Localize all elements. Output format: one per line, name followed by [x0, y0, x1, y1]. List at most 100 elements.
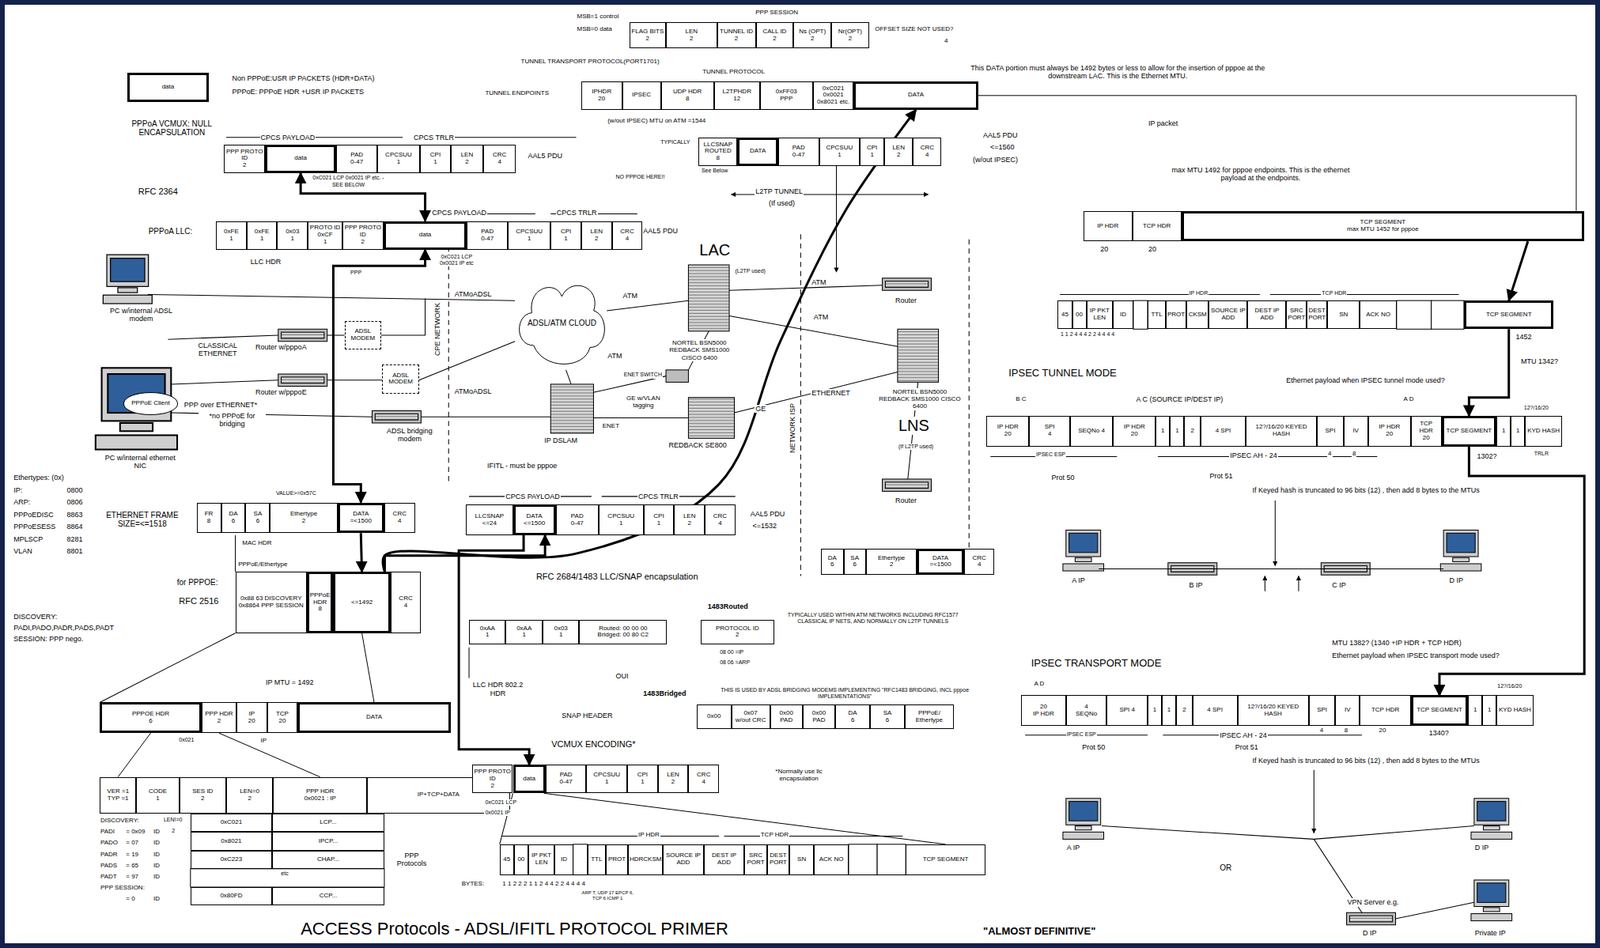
annotation-label: IP	[260, 737, 269, 745]
annotation-label: 4	[1319, 726, 1324, 734]
field-cell: SPI	[1308, 695, 1336, 727]
cell-text: 4	[397, 518, 401, 526]
annotation-label: *no PPPoE for bridging	[198, 412, 266, 429]
annotation-label: (w/out IPSEC) MTU on ATM =1544	[606, 117, 707, 125]
cell-text: TCP SEGMENT	[1486, 311, 1532, 319]
network-wire	[593, 376, 666, 394]
field-cell: 4 SPI	[1192, 695, 1238, 727]
cell-text: max MTU 1452 for pppoe	[1346, 226, 1419, 234]
field-cell: CRC4	[612, 221, 644, 250]
cell-text: 1	[1487, 707, 1491, 715]
cell-text: PAD	[571, 513, 584, 521]
boundary-line	[968, 239, 970, 577]
annotation-label: Non PPPoE:USR IP PACKETS (HDR+DATA)	[230, 74, 375, 83]
cell-text: ADSL MODEM	[383, 372, 417, 387]
field-cell: PROT	[1165, 300, 1187, 330]
annotation-label: PADR	[99, 851, 119, 859]
annotation-label: 0xC021 LCP 0x0021 IP etc	[431, 253, 482, 267]
modem-box: ADSL MODEM	[344, 321, 382, 350]
cell-text: CRC	[398, 595, 413, 603]
field-cell: VER =1 TYP =1	[99, 777, 137, 814]
cell-text: =<1500	[930, 561, 952, 569]
field-cell: 12?/16/20 KEYED HASH	[1237, 695, 1309, 727]
cell-text: data	[419, 231, 432, 239]
cell-text: PPPoE/ Ethertype	[906, 710, 953, 725]
cell-text: TCP SEGMENT	[1360, 219, 1407, 227]
cell-text: 1	[1175, 427, 1179, 435]
cell-text: DEST IP ADD	[705, 852, 744, 867]
annotation-label: Private IP	[1474, 929, 1507, 938]
device-icon	[278, 329, 328, 341]
cell-text: LEN	[666, 771, 680, 780]
annotation-label: GE w/VLAN tagging	[616, 394, 670, 409]
annotation-label: DISCOVERY:	[99, 817, 140, 825]
field-cell: ID	[554, 844, 573, 876]
annotation-label: CPCS TRLR	[412, 133, 455, 142]
cell-text: CPCSUU	[825, 144, 853, 152]
cell-text: SN	[797, 856, 806, 864]
annotation-label: <=1532	[751, 521, 778, 530]
cell-text: 20	[597, 95, 606, 103]
annotation-label: MPLSCP	[12, 535, 44, 544]
empty-cell	[877, 844, 906, 876]
cell-text: 4	[498, 158, 502, 167]
field-cell: KYD HASH	[1524, 416, 1562, 447]
annotation-label: ATMoADSL	[453, 387, 493, 396]
cell-text: PPP HDR	[306, 788, 334, 796]
annotation-label: (L2TP used)	[733, 268, 766, 275]
annotation-label: IPSEC TUNNEL MODE	[1007, 367, 1118, 380]
field-cell: PPP PROTO ID2	[472, 764, 514, 794]
field-cell: CODE1	[136, 777, 179, 814]
cell-text: =<1500	[350, 518, 372, 526]
annotation-label: PPP SESSION	[754, 8, 799, 16]
cell-text: SOURCE IP ADD	[664, 852, 703, 867]
cell-text: 1	[397, 158, 401, 167]
field-cell: ID	[1112, 300, 1134, 330]
annotation-label: 8864	[65, 522, 84, 531]
cell-text: 0x00	[812, 710, 826, 718]
cell-text: ACK NO	[819, 856, 844, 864]
cell-text: VER =1 TYP =1	[101, 788, 135, 803]
device-drawing	[95, 137, 1513, 926]
cell-text: LCP...	[319, 819, 337, 827]
client-ellipse: PPPoE Client	[123, 392, 179, 415]
annotation-label: If Keyed hash is truncated to 96 bits (1…	[1252, 756, 1481, 765]
annotation-label: ATM	[622, 291, 639, 300]
annotation-label: CPE NETWORK	[433, 302, 442, 357]
cell-text: 1	[1516, 427, 1520, 435]
annotation-label: PPP	[349, 269, 363, 277]
cell-text: Nr(OPT)	[838, 28, 863, 36]
annotation-label: ATM	[813, 313, 829, 322]
cell-text: TCP HDR	[1371, 707, 1400, 715]
field-cell: DATA	[297, 702, 451, 734]
cell-text: PPP PROTO ID	[344, 224, 383, 239]
field-cell: data	[383, 221, 468, 250]
field-cell: 1	[1510, 416, 1525, 447]
cell-text: Ethertype	[877, 555, 905, 563]
annotation-label: A D	[1403, 395, 1415, 403]
field-cell: 1	[1147, 695, 1162, 727]
device-icon	[688, 264, 730, 332]
bracket-line	[724, 835, 904, 837]
network-wire	[327, 379, 383, 381]
field-cell: TCP HDR	[1359, 695, 1411, 727]
annotation-label: 12?/16/20	[1496, 683, 1523, 690]
annotation-label: PC w/internal ethernet NIC	[98, 453, 182, 471]
annotation-label: 1483Routed	[707, 602, 749, 611]
bracket-line	[99, 633, 236, 704]
cell-text: 0-47	[480, 235, 494, 243]
cell-text: 0-47	[559, 779, 573, 787]
empty-cell	[1133, 300, 1148, 330]
annotation-label: ATMoADSL	[453, 290, 493, 299]
cell-text: PPPoE HDR	[310, 592, 331, 607]
cell-text: LEN	[461, 151, 474, 159]
annotation-label: IPSEC ESP	[1035, 451, 1067, 458]
modem-box: ADSL MODEM	[382, 364, 419, 394]
cell-text: PROTOCOL ID	[715, 625, 760, 633]
annotation-label: 2	[170, 828, 176, 835]
annotation-label: AAL5 PDU	[749, 510, 787, 519]
cell-text: 4	[977, 561, 981, 569]
annotation-label: max MTU 1492 for pppoe endpoints. This i…	[1162, 166, 1358, 183]
field-cell: CPCSUU1	[819, 137, 861, 167]
connector	[332, 249, 425, 504]
